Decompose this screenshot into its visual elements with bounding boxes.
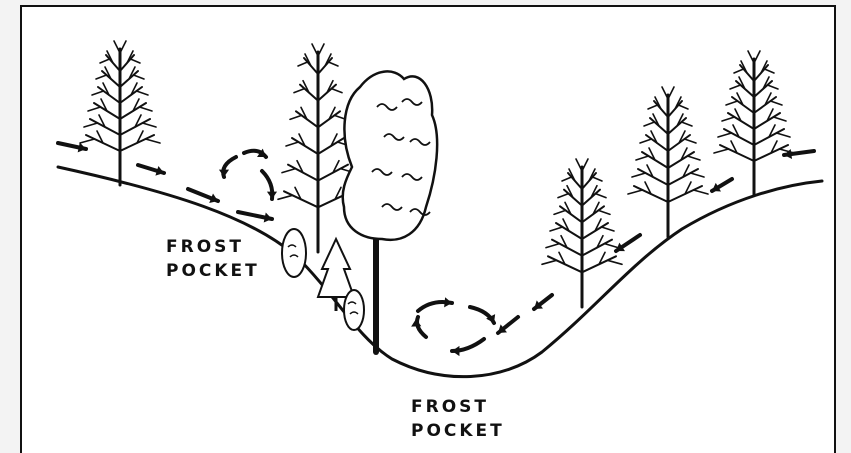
bare-tree-right-1 (542, 159, 622, 307)
airflow-arrow-icon (534, 295, 552, 309)
airflow-arrow-icon (219, 157, 236, 177)
airflow-arrow-icon (244, 149, 266, 157)
shrub-icon (282, 229, 306, 277)
airflow-arrow-icon (784, 149, 814, 159)
airflow-arrow-icon (262, 171, 277, 199)
shrub-icon (344, 290, 364, 330)
label-left-line2: POCKET (166, 259, 260, 283)
frost-pocket-illustration (22, 7, 836, 453)
bare-tree-right-3 (714, 51, 794, 195)
label-bottom-line1: FROST (411, 395, 505, 419)
airflow-arrow-icon (712, 179, 732, 192)
bare-tree-left (80, 41, 160, 185)
airflow-arrow-icon (616, 235, 640, 251)
bare-tree-right-2 (628, 87, 708, 237)
airflow-arrow-icon (498, 317, 518, 333)
frost-pocket-label-bottom: FROST POCKET (411, 395, 505, 443)
label-bottom-line2: POCKET (411, 419, 505, 443)
airflow-arrow-icon (58, 142, 86, 152)
airflow-arrow-icon (418, 297, 452, 311)
airflow-arrow-icon (452, 339, 484, 356)
airflow-arrow-icon (411, 317, 426, 337)
frost-pocket-label-left: FROST POCKET (166, 235, 260, 283)
airflow-arrow-icon (470, 307, 495, 323)
airflow-arrow-icon (188, 189, 218, 203)
label-left-line1: FROST (166, 235, 260, 259)
diagram-frame: FROST POCKET FROST POCKET (20, 5, 836, 453)
airflow-arrow-icon (138, 165, 164, 176)
airflow-arrow-icon (238, 212, 272, 222)
